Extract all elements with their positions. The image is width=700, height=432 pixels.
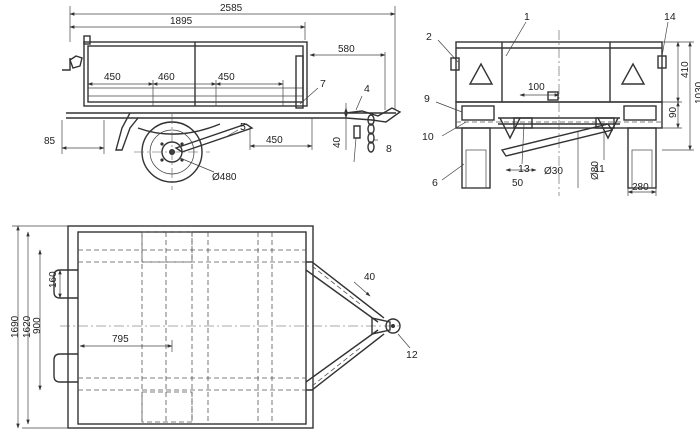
dim-axle-diameter: Ø30 [544, 166, 563, 177]
callout-7: 8 [386, 143, 392, 155]
dim-center-offset: 100 [528, 82, 545, 93]
dim-handle-width: 160 [48, 271, 59, 288]
dim-wheel-diameter: Ø480 [212, 172, 237, 183]
callout-2: 2 [426, 31, 432, 43]
rear-view: 100 410 1030 90 Ø30 50 Ø80 280 1 2 14 9 … [422, 11, 700, 196]
dim-overall-width: 1690 [10, 315, 21, 338]
dim-hub-diameter: Ø80 [590, 161, 601, 180]
dim-track-width: 280 [632, 182, 649, 193]
dim-total-height: 1030 [694, 81, 700, 104]
dim-body-length: 1895 [170, 16, 193, 27]
dim-drawbar-width: 40 [364, 272, 376, 283]
dim-body-width: 1620 [22, 315, 33, 338]
dim-drawbar-length: 580 [338, 44, 355, 55]
callout-3: 4 [364, 83, 370, 95]
callout-13: 13 [518, 163, 530, 175]
dim-spacing-2: 460 [158, 72, 175, 83]
dim-hitch-drop: 40 [332, 136, 343, 148]
callout-6: 6 [432, 177, 438, 189]
callout-11: 11 [594, 163, 605, 175]
callout-10: 10 [422, 131, 434, 143]
dim-rear-overhang: 85 [44, 136, 56, 147]
dim-inner-width: 900 [32, 317, 43, 334]
dim-side-height: 410 [680, 61, 691, 78]
callout-4: 7 [320, 78, 326, 90]
plan-view: 1690 1620 900 160 795 40 12 [10, 225, 418, 429]
callout-9: 9 [424, 93, 430, 105]
side-view: 2585 1895 580 450 460 450 450 85 40 Ø480… [44, 3, 402, 190]
callout-5: 5 [240, 121, 246, 133]
dim-spacing-3: 450 [218, 72, 235, 83]
callout-14: 14 [664, 11, 676, 23]
safety-chain [367, 114, 375, 153]
callout-12: 12 [406, 349, 418, 361]
dim-spacing-1: 450 [104, 72, 121, 83]
dim-drawbar-offset: 450 [266, 135, 283, 146]
callout-1: 1 [524, 11, 530, 23]
dim-frame-height: 90 [668, 106, 679, 118]
dim-overall-length: 2585 [220, 3, 243, 14]
dim-spring-width: 50 [512, 178, 524, 189]
dim-axle-position: 795 [112, 334, 129, 345]
